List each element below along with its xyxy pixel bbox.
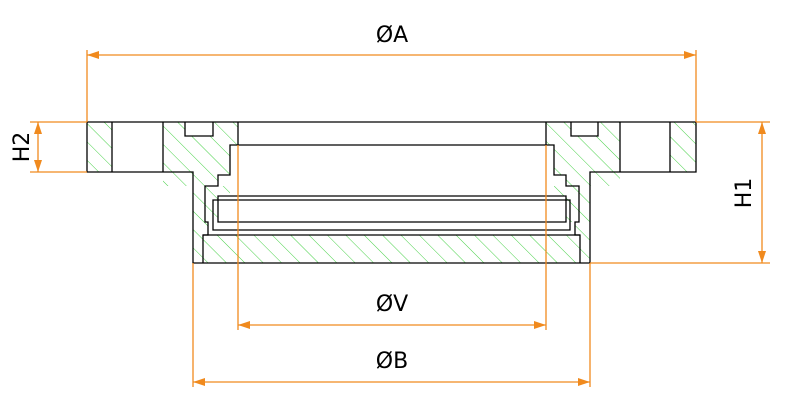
label-bore-diameter: ØV: [376, 292, 408, 317]
arrowhead-b-left: [193, 378, 205, 386]
label-flange-height: H2: [10, 132, 35, 163]
arrowhead-v-right: [534, 321, 546, 329]
hatch-right-flange-inner: [546, 122, 620, 186]
arrowhead-a-right: [684, 51, 696, 59]
hatch-right-wall: [554, 186, 590, 263]
outline-left-groove: [184, 122, 214, 137]
hatch-bottom-band: [203, 235, 580, 263]
arrowhead-h2-bottom: [34, 160, 42, 172]
section-hatching: [87, 122, 696, 263]
arrowhead-a-left: [87, 51, 99, 59]
hatch-left-wall: [193, 186, 230, 263]
hatch-left-flange-outer: [87, 122, 112, 172]
label-total-height: H1: [732, 178, 757, 209]
label-hub-diameter: ØB: [376, 349, 408, 374]
dimension-bore-diameter: ØV: [237, 145, 547, 330]
dimension-total-height: H1: [590, 121, 770, 264]
dimension-outer-diameter: ØA: [86, 23, 697, 122]
arrowhead-h1-top: [758, 122, 766, 134]
hatch-right-flange-outer: [670, 122, 696, 172]
arrowhead-h2-top: [34, 122, 42, 134]
dimension-hub-diameter: ØB: [192, 263, 591, 387]
hatch-left-flange-inner: [163, 122, 238, 186]
outline-inner-plug-step: [212, 199, 571, 231]
part-outline: [86, 121, 697, 264]
arrowhead-v-left: [238, 321, 250, 329]
dimension-flange-height: H2: [10, 121, 87, 173]
outline-inner-plug: [217, 195, 567, 223]
arrowhead-h1-bottom: [758, 251, 766, 263]
arrowhead-b-right: [578, 378, 590, 386]
outline-right-groove: [570, 122, 599, 137]
label-outer-diameter: ØA: [376, 23, 408, 48]
